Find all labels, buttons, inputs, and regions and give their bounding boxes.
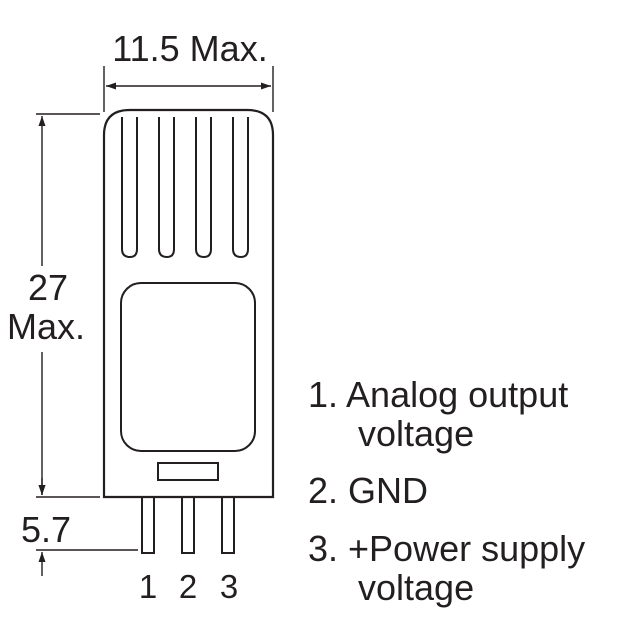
height-dimension-value: 27 [28, 267, 68, 308]
width-dimension-label: 11.5 Max. [112, 28, 267, 69]
pin-number-3: 3 [220, 568, 238, 605]
sensor-window [120, 282, 256, 452]
sensor-body [102, 108, 275, 499]
pin-number-2: 2 [179, 568, 197, 605]
legend-item-1-line-2: voltage [358, 413, 474, 454]
pin-length-dimension: 5.7 [21, 478, 138, 576]
pin-legend: 1. Analog output voltage 2. GND 3. +Powe… [308, 374, 585, 608]
pin-3 [221, 498, 235, 554]
vent-slot-1 [121, 117, 138, 259]
sensor-body-outline [102, 108, 275, 499]
vent-slot-2 [158, 117, 175, 259]
pin-2 [181, 498, 195, 554]
legend-item-3-line-1: 3. +Power supply [308, 528, 585, 569]
width-dimension: 11.5 Max. [103, 28, 274, 112]
legend-item-2: 2. GND [308, 470, 428, 511]
pin-number-1: 1 [139, 568, 157, 605]
vent-slot-4 [232, 117, 249, 259]
legend-item-1-line-1: 1. Analog output [308, 374, 568, 415]
pin-length-label: 5.7 [21, 509, 71, 550]
pin-1 [141, 498, 155, 554]
pins: 1 2 3 [139, 498, 238, 605]
legend-item-3-line-2: voltage [358, 567, 474, 608]
height-dimension-suffix: Max. [7, 306, 85, 347]
height-dimension: 27 Max. [7, 113, 100, 498]
sensor-tab [157, 462, 219, 481]
vent-slot-3 [195, 117, 212, 259]
